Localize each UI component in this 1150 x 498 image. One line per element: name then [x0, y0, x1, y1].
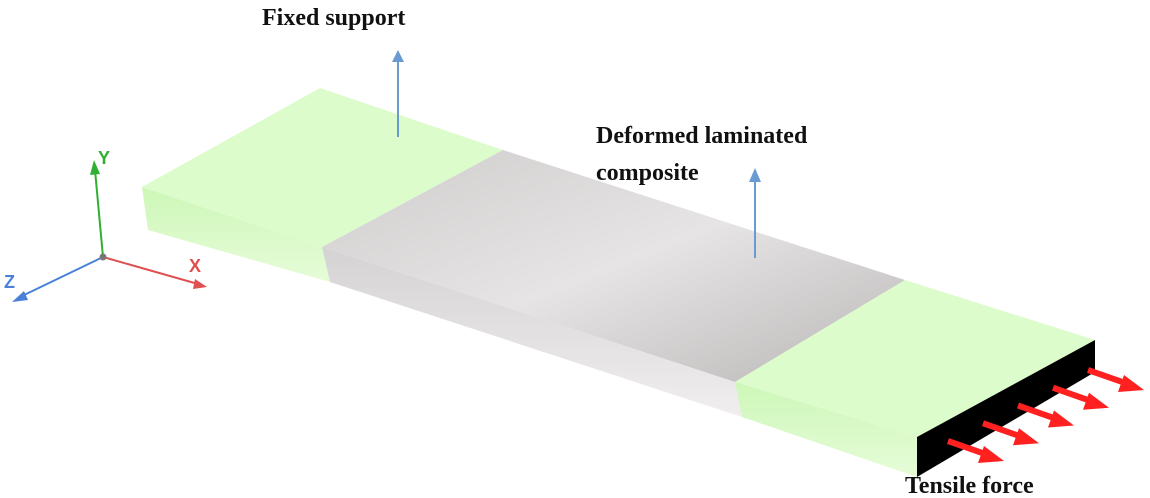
- x-axis-line: [102, 256, 199, 285]
- force-arrow: [1052, 384, 1109, 410]
- x-axis-label: X: [189, 256, 201, 276]
- force-arrow: [982, 420, 1039, 446]
- y-axis-line: [94, 169, 104, 258]
- x-axis-arrowhead: [193, 279, 207, 289]
- force-arrow: [1087, 367, 1144, 392]
- right-grip-front: [735, 382, 917, 477]
- fixed-support-pointer-arrow: [392, 50, 404, 137]
- gauge-top: [322, 150, 905, 382]
- y-axis-label: Y: [98, 148, 110, 168]
- force-arrow: [947, 438, 1004, 463]
- left-grip-front: [142, 187, 330, 282]
- left-grip-top: [142, 88, 503, 247]
- deformed-composite-label-line1: Deformed laminated: [596, 123, 808, 149]
- fixed-support-label: Fixed support: [262, 5, 406, 31]
- right-grip-top: [735, 280, 1095, 437]
- force-arrow: [1017, 402, 1074, 428]
- z-axis-label: Z: [4, 272, 15, 292]
- z-axis-arrowhead: [12, 291, 28, 302]
- axis-origin: [99, 253, 107, 261]
- tensile-force-arrows: [947, 367, 1144, 463]
- tensile-force-label: Tensile force: [905, 473, 1034, 498]
- y-axis-arrowhead: [90, 160, 100, 175]
- axis-triad: Y X Z: [4, 148, 207, 302]
- deformed-composite-label-line2: composite: [596, 160, 699, 186]
- z-axis-line: [21, 256, 104, 297]
- gauge-front: [322, 247, 742, 417]
- composite-pointer-arrow: [749, 168, 761, 258]
